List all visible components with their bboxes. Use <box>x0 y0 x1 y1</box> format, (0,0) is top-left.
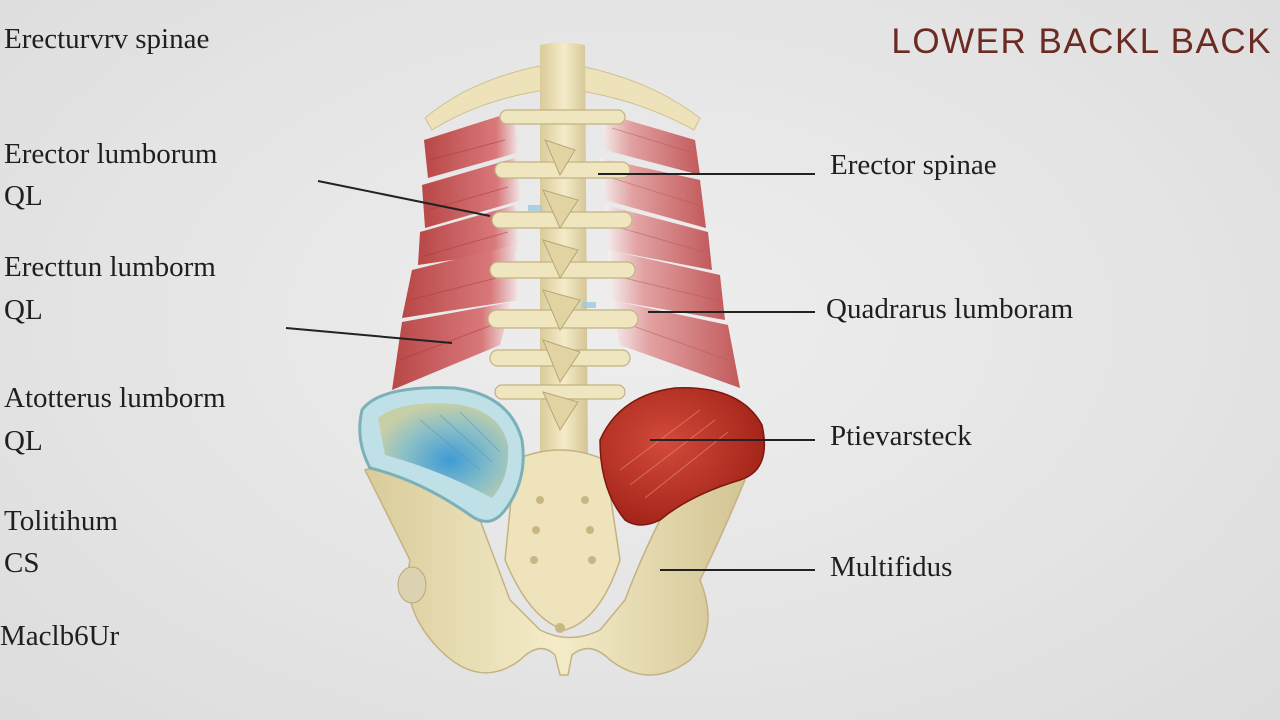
left-label-5-sub: CS <box>4 547 40 579</box>
left-label-2: Erector lumborum <box>4 138 218 170</box>
leader-lines <box>285 173 815 571</box>
left-label-4-sub: QL <box>4 425 43 457</box>
left-lumbar-muscles <box>392 112 522 390</box>
diagram-title: LOWER BACKL BACK <box>891 22 1272 61</box>
left-label-3-sub: QL <box>4 294 43 326</box>
left-iliac-muscle <box>358 386 525 523</box>
leader-line-left-1 <box>317 180 491 217</box>
right-lumbar-muscles <box>600 112 740 388</box>
left-label-3: Erecttun lumborm <box>4 251 216 283</box>
right-label-2: Quadrarus lumboram <box>826 293 1074 325</box>
leader-line-left-2 <box>285 327 453 344</box>
left-label-2-sub: QL <box>4 180 43 212</box>
left-label-1: Erecturvrv spinae <box>4 23 210 55</box>
lumbar-spine <box>487 42 639 470</box>
left-label-4: Atotterus lumborm <box>4 382 226 414</box>
right-label-3: Ptievarsteck <box>830 420 972 452</box>
right-gluteal-muscle <box>599 387 766 526</box>
right-label-1: Erector spinae <box>830 149 997 181</box>
left-label-6: Maclb6Ur <box>0 620 120 652</box>
right-label-4: Multifidus <box>830 551 953 583</box>
left-label-5: Tolitihum <box>4 505 118 537</box>
